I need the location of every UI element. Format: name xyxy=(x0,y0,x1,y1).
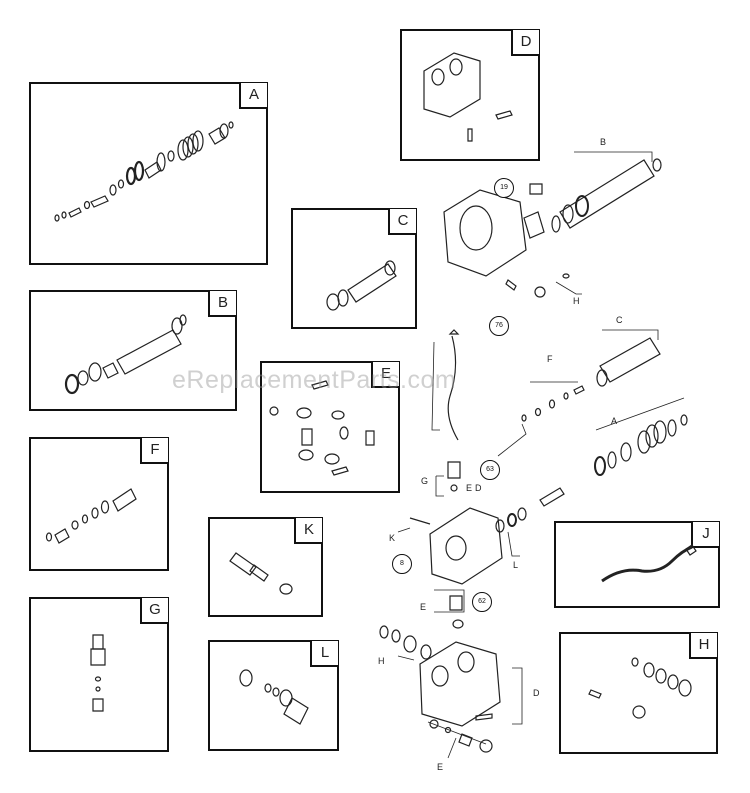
label-g: G xyxy=(421,476,429,486)
panel-h-tag: H xyxy=(689,633,717,659)
panel-h: H xyxy=(559,632,718,754)
panel-e-parts-drawing xyxy=(269,380,375,476)
label-h-top: H xyxy=(573,296,580,306)
panel-d-parts-drawing xyxy=(423,52,513,142)
label-k: K xyxy=(389,533,396,543)
panel-a-parts-drawing xyxy=(54,121,234,222)
panel-l: L xyxy=(208,640,339,751)
label-b: B xyxy=(600,137,607,147)
panel-l-parts-drawing xyxy=(239,669,309,725)
label-c: C xyxy=(616,315,623,325)
callout-63: 63 xyxy=(480,460,500,480)
panel-a-tag: A xyxy=(239,83,267,109)
panel-d-tag: D xyxy=(511,30,539,56)
label-e-low: E xyxy=(420,602,427,612)
panel-d: D xyxy=(400,29,540,161)
callout-8: 8 xyxy=(392,554,412,574)
panel-g-parts-drawing xyxy=(90,634,106,712)
panel-h-parts-drawing xyxy=(588,657,692,719)
panel-c: C xyxy=(291,208,417,329)
panel-j-tag: J xyxy=(691,522,719,548)
panel-f-tag: F xyxy=(140,438,168,464)
panel-l-tag: L xyxy=(310,641,338,667)
panel-e-tag: E xyxy=(371,362,399,388)
panel-c-parts-drawing xyxy=(326,260,397,311)
panel-g: G xyxy=(29,597,169,752)
panel-f: F xyxy=(29,437,169,571)
panel-k-tag: K xyxy=(294,518,322,544)
label-h-low: H xyxy=(378,656,385,666)
label-l: L xyxy=(513,560,519,570)
panel-f-parts-drawing xyxy=(45,488,137,544)
label-f: F xyxy=(547,354,553,364)
callout-62: 62 xyxy=(472,592,492,612)
panel-j-parts-drawing xyxy=(601,544,697,583)
label-d-low: D xyxy=(533,688,540,698)
callout-76: 76 xyxy=(489,316,509,336)
panel-b: B xyxy=(29,290,237,411)
label-a: A xyxy=(611,416,618,426)
panel-e: E xyxy=(260,361,400,493)
panel-k: K xyxy=(208,517,323,617)
panel-b-parts-drawing xyxy=(64,314,187,395)
panel-k-parts-drawing xyxy=(229,552,293,595)
label-e-mid: E xyxy=(466,483,473,493)
callout-19: 19 xyxy=(494,178,514,198)
panel-g-tag: G xyxy=(140,598,168,624)
label-e-bottom: E xyxy=(437,762,444,772)
panel-c-tag: C xyxy=(388,209,416,235)
panel-a: A xyxy=(29,82,268,265)
panel-j: J xyxy=(554,521,720,608)
label-d-mid: D xyxy=(475,483,482,493)
panel-b-tag: B xyxy=(208,291,236,317)
